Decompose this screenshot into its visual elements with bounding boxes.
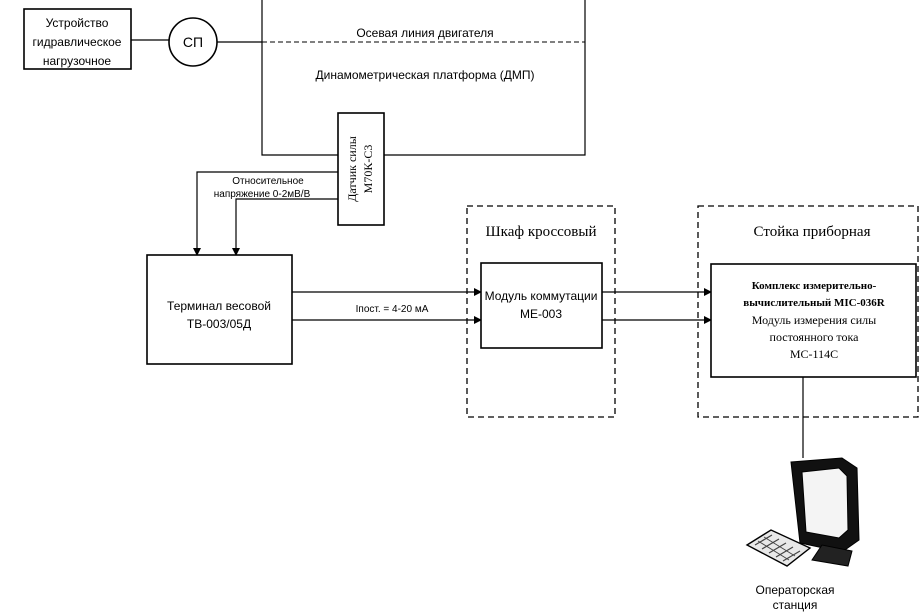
weighing-terminal: Терминал весовой ТВ-003/05Д bbox=[146, 254, 293, 365]
current-label: Iпост. = 4-20 мА bbox=[356, 304, 429, 315]
dynamometric-platform: Осевая линия двигателя Динамометрическая… bbox=[261, 0, 586, 156]
platform-title: Динамометрическая платформа (ДМП) bbox=[315, 68, 534, 82]
terminal-line1: Терминал весовой bbox=[167, 299, 271, 313]
instrument-rack-title: Стойка приборная bbox=[754, 224, 871, 240]
engine-axis-label: Осевая линия двигателя bbox=[356, 26, 493, 40]
cross-cabinet-title: Шкаф кроссовый bbox=[486, 224, 597, 240]
computer-icon bbox=[745, 457, 860, 567]
complex-line2: вычислительный МІС-036R bbox=[743, 297, 886, 309]
hydraulic-loading-device: Устройство гидравлическое нагрузочное bbox=[23, 8, 132, 70]
commutation-module bbox=[480, 262, 603, 349]
operator-station-line1: Операторская bbox=[756, 583, 835, 597]
measuring-complex bbox=[710, 263, 917, 378]
complex-line3: Модуль измерения силы bbox=[752, 313, 876, 327]
relative-voltage-line1: Относительное bbox=[232, 176, 304, 187]
terminal-line2: ТВ-003/05Д bbox=[187, 317, 251, 331]
instrument-rack: Стойка приборная Комплекс измерительно- … bbox=[697, 205, 919, 418]
force-sensor: Датчик силы М70К-С3 bbox=[337, 112, 385, 226]
commutation-module-line2: МЕ-003 bbox=[520, 307, 562, 321]
keyboard-icon bbox=[745, 529, 812, 567]
force-sensor-line2: М70К-С3 bbox=[361, 145, 375, 194]
complex-line1: Комплекс измерительно- bbox=[752, 280, 877, 292]
wire-sensor-to-terminal-outer bbox=[193, 171, 338, 256]
complex-line5: МС-114С bbox=[790, 347, 838, 361]
hydraulic-device-line2: гидравлическое bbox=[33, 35, 122, 49]
commutation-module-line1: Модуль коммутации bbox=[485, 289, 598, 303]
cross-cabinet: Шкаф кроссовый Модуль коммутации МЕ-003 bbox=[466, 205, 616, 418]
relative-voltage-line2: напряжение 0-2мВ/В bbox=[214, 189, 311, 200]
sp-label: СП bbox=[183, 34, 203, 50]
hydraulic-device-line1: Устройство bbox=[46, 16, 109, 30]
wire-sensor-to-terminal-inner bbox=[232, 198, 338, 256]
hydraulic-device-line3: нагрузочное bbox=[43, 54, 112, 68]
sp-node: СП bbox=[168, 17, 218, 67]
complex-line4: постоянного тока bbox=[770, 330, 860, 344]
operator-station-line2: станция bbox=[773, 598, 818, 612]
force-sensor-line1: Датчик силы bbox=[345, 136, 359, 202]
